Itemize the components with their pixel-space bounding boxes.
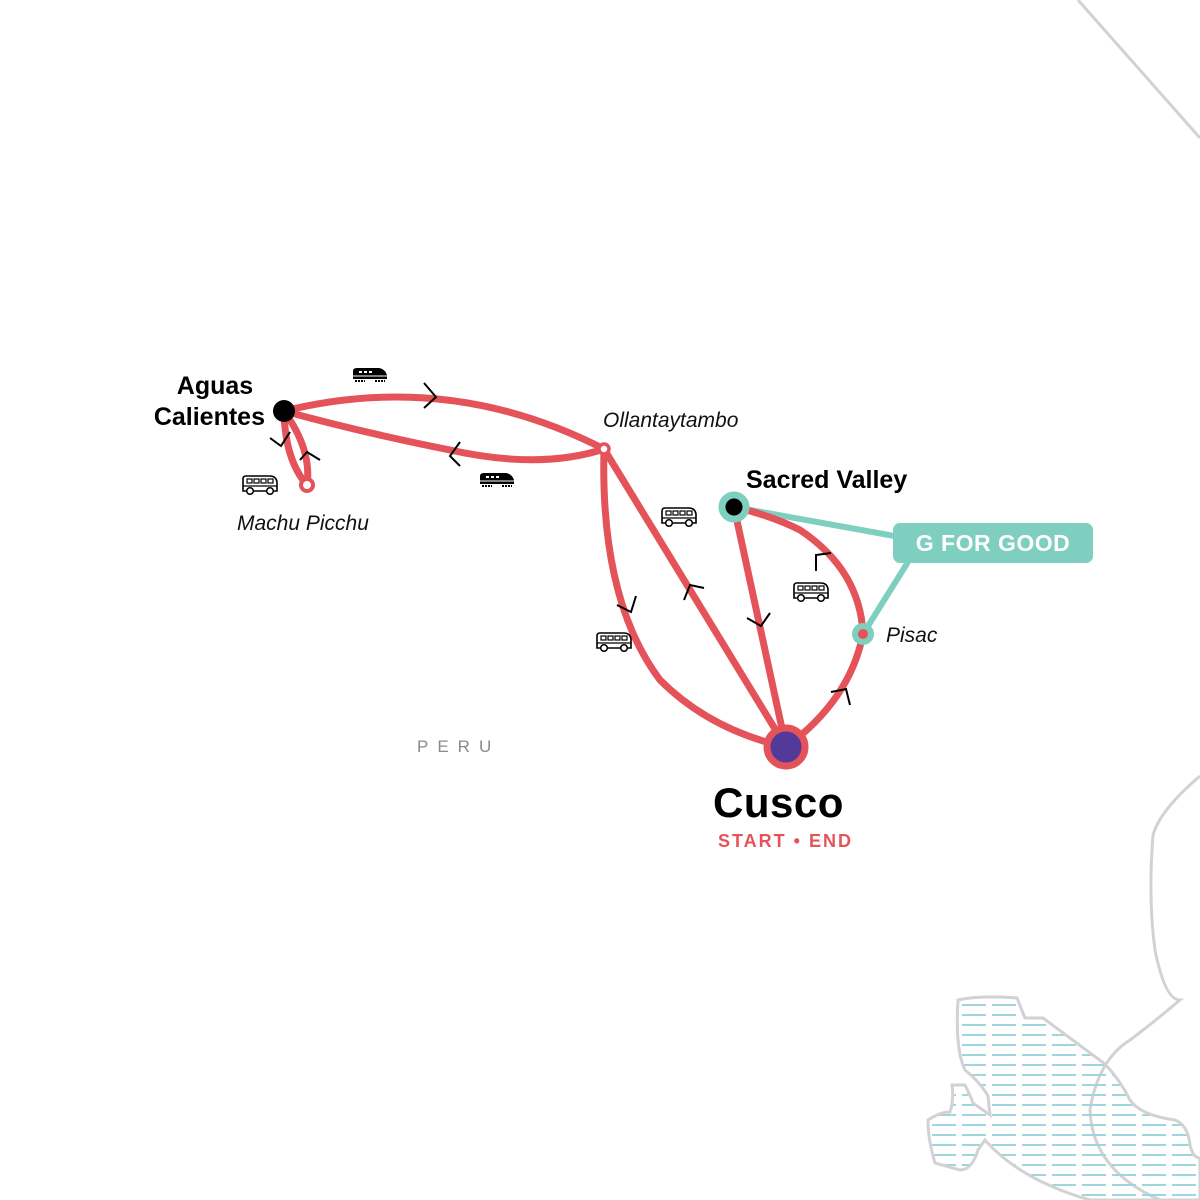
aguas-calientes-label: Aguas Calientes	[145, 371, 265, 433]
route-sacred-valley-to-cusco	[730, 503, 790, 751]
aguas-calientes-marker[interactable]	[273, 400, 295, 422]
route-pisac-to-sacred-valley	[730, 503, 867, 638]
machu-picchu-label: Machu Picchu	[237, 512, 369, 535]
ollantaytambo-label: Ollantaytambo	[603, 409, 739, 432]
direction-arrows	[269, 382, 851, 706]
arrow-down-icon	[746, 612, 771, 628]
sacred-valley-label: Sacred Valley	[746, 466, 908, 494]
route-cusco-to-ollantaytambo	[600, 445, 790, 751]
lake-titicaca	[926, 995, 1200, 1200]
bus-icon	[596, 632, 632, 653]
arrow-up-icon	[815, 552, 832, 571]
route-ollantaytambo-to-cusco-west	[600, 445, 790, 751]
route-aguas-to-ollantaytambo	[280, 393, 608, 453]
bus-icon	[242, 475, 278, 496]
border-lines	[1076, 0, 1200, 1200]
train-icon	[352, 367, 388, 382]
bus-icon	[793, 582, 829, 603]
machu-picchu-marker[interactable]	[299, 477, 315, 493]
arrow-down-icon	[269, 431, 291, 448]
start-end-label: START • END	[718, 831, 853, 851]
cusco-marker[interactable]	[763, 724, 809, 770]
ollantaytambo-marker[interactable]	[597, 442, 611, 456]
arrow-down-icon	[616, 595, 637, 614]
pisac-marker[interactable]	[852, 623, 874, 645]
country-label: PERU	[417, 737, 501, 756]
aguas-calientes-line1: Aguas	[176, 372, 254, 400]
route-ollantaytambo-to-aguas	[280, 407, 608, 464]
cusco-label: Cusco	[713, 779, 844, 826]
pisac-label: Pisac	[886, 624, 938, 647]
arrow-up-icon	[830, 687, 851, 706]
routes	[280, 393, 867, 751]
arrow-west-icon	[448, 441, 461, 467]
arrow-up-icon	[299, 450, 321, 461]
arrow-east-icon	[423, 382, 438, 409]
bus-icon	[661, 507, 697, 528]
g-for-good-badge[interactable]: G FOR GOOD	[893, 523, 1093, 563]
aguas-calientes-line2: Calientes	[153, 403, 265, 431]
train-icon	[479, 472, 515, 487]
g-for-good-label: G FOR GOOD	[915, 529, 1071, 556]
sacred-valley-marker[interactable]	[718, 491, 750, 523]
arrow-up-icon	[683, 583, 705, 601]
